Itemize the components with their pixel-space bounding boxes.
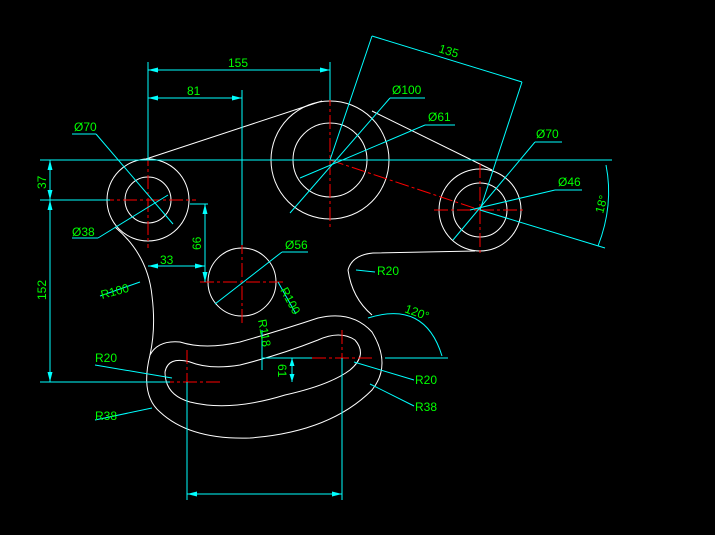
ext-18-angle (479, 209, 606, 249)
label-dia56: Ø56 (285, 238, 308, 252)
label-r118: R118 (255, 318, 274, 348)
ext-135-right (479, 81, 523, 211)
leader-r100-mid (277, 281, 297, 315)
leader-dia70-right (452, 141, 536, 241)
label-dia70-left: Ø70 (74, 120, 97, 134)
dimension-lines (40, 35, 612, 500)
label-r100-left: R100 (99, 281, 131, 302)
dimline-135 (371, 35, 523, 83)
right-bottom-line (347, 250, 476, 271)
leader-dia56 (214, 251, 283, 305)
leader-dia100 (289, 97, 391, 214)
leader-r20-right (353, 361, 415, 381)
center-lines (100, 92, 526, 396)
leader-dia70-left (95, 133, 174, 225)
label-155: 155 (228, 56, 248, 70)
label-r38-right: R38 (415, 400, 437, 414)
label-152: 152 (35, 280, 49, 300)
label-r20-left: R20 (95, 351, 117, 365)
arc-120 (367, 313, 443, 357)
slot-outer (146, 315, 383, 439)
leader-dia46 (469, 189, 556, 211)
right-side-arc (347, 269, 373, 316)
arc-18 (597, 164, 610, 247)
left-side-arc (114, 226, 155, 356)
centerline-top-to-right (329, 159, 481, 211)
label-dia100: Ø100 (392, 83, 422, 97)
leader-r20-top (355, 269, 376, 273)
tangent-line-left (145, 100, 323, 160)
label-18-deg: 18° (592, 193, 610, 214)
label-dia61: Ø61 (428, 110, 451, 124)
label-r38-left: R38 (95, 409, 117, 423)
leader-dia38 (97, 194, 169, 239)
label-33: 33 (160, 253, 174, 267)
leader-r20-left (94, 364, 173, 379)
leader-r38-left (94, 407, 153, 421)
label-135: 135 (437, 41, 461, 60)
label-dia70-right: Ø70 (536, 127, 559, 141)
leader-r100-left (99, 281, 141, 297)
label-r20-top: R20 (377, 264, 399, 278)
label-dia46: Ø46 (558, 175, 581, 189)
label-66: 66 (190, 236, 204, 250)
label-61: 61 (275, 364, 289, 378)
leader-dia61 (299, 124, 426, 179)
part-geometry (106, 100, 522, 439)
label-37: 37 (35, 175, 49, 189)
ext-135-left (329, 35, 373, 161)
label-r100-mid: R100 (277, 285, 303, 317)
slot-inner (164, 334, 361, 407)
leader-r38-right (369, 383, 415, 407)
label-81: 81 (187, 84, 201, 98)
label-dia38: Ø38 (72, 225, 95, 239)
label-r20-right: R20 (415, 373, 437, 387)
